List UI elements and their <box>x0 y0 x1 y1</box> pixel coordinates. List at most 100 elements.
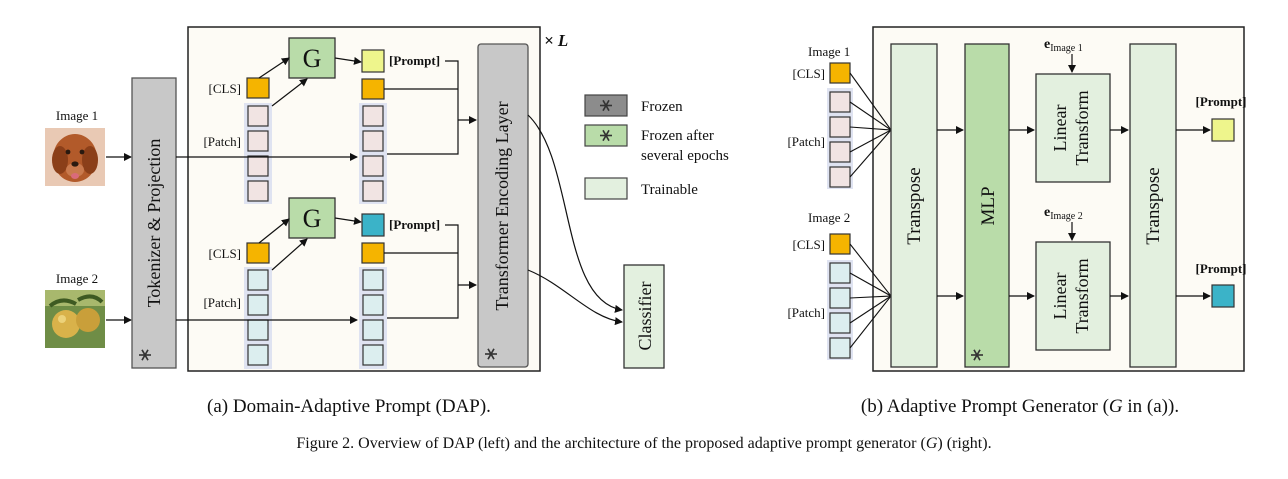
mlp-block <box>964 43 1010 368</box>
patch-token <box>829 337 851 359</box>
generator-label-2: G <box>303 204 322 233</box>
linear-label-1a: Linear <box>1050 105 1070 152</box>
dap-diagram: × L Image 1 Image 2 <box>45 26 729 417</box>
prompt-label-1: [Prompt] <box>389 53 440 68</box>
tokenizer-block <box>131 77 177 369</box>
patch-token <box>247 155 269 177</box>
patch-token <box>362 105 384 127</box>
linear-transform-block-2 <box>1035 241 1111 351</box>
repeat-label: × L <box>544 31 568 50</box>
patch-token <box>362 319 384 341</box>
connector-patch1 <box>387 120 459 155</box>
cls-token-out-1 <box>361 78 385 100</box>
image2-label: Image 2 <box>56 271 98 286</box>
patch-token <box>247 105 269 127</box>
patch-token <box>247 319 269 341</box>
transpose-block-1 <box>890 43 938 368</box>
r-prompt-token-1 <box>1211 118 1235 142</box>
connector-prompt2 <box>445 224 459 285</box>
embedding-label-1: eImage 1 <box>1044 37 1083 54</box>
arrow-g1-prompt <box>334 56 362 65</box>
legend-frozen-after-label-2: several epochs <box>641 148 729 164</box>
cls-label-1: [CLS] <box>209 81 242 96</box>
legend-trainable-swatch <box>584 177 628 200</box>
patch-token <box>362 294 384 316</box>
patch-token <box>362 130 384 152</box>
patch-token <box>362 269 384 291</box>
figure-caption: Figure 2. Overview of DAP (left) and the… <box>296 435 991 452</box>
r-patch-label-1: [Patch] <box>787 134 825 149</box>
prompt-token-1 <box>361 49 385 73</box>
patch-token <box>829 262 851 284</box>
connector-patch2 <box>387 285 459 319</box>
image1-label: Image 1 <box>56 108 98 123</box>
r-cls-label-2: [CLS] <box>793 237 826 252</box>
cls-token-2 <box>246 242 270 264</box>
connector-prompt1 <box>445 60 459 120</box>
r-prompt-label-2: [Prompt] <box>1195 261 1246 276</box>
r-prompt-token-2 <box>1211 284 1235 308</box>
embedding-label-2: eImage 2 <box>1044 205 1083 222</box>
linear-transform-block-1 <box>1035 73 1111 183</box>
image2-thumbnail <box>45 290 105 348</box>
cls-label-2: [CLS] <box>209 246 242 261</box>
patch-token <box>829 91 851 113</box>
r-image2-label: Image 2 <box>808 210 850 225</box>
r-fan-lines-2 <box>849 243 892 349</box>
legend-frozen-label: Frozen <box>641 99 683 115</box>
classifier-block <box>623 264 665 369</box>
patch-token <box>829 166 851 188</box>
patch-token <box>829 287 851 309</box>
r-cls-label-1: [CLS] <box>793 66 826 81</box>
subcaption-b: (b) Adaptive Prompt Generator (G in (a))… <box>861 396 1179 417</box>
patch-token <box>362 180 384 202</box>
patch-label-2: [Patch] <box>203 295 241 310</box>
arrow-encoder-classifier-1 <box>527 114 623 313</box>
arrow-g2-prompt <box>334 216 362 225</box>
patch-token <box>247 180 269 202</box>
legend: Frozen Frozen after several epochs Train… <box>584 94 729 200</box>
encoder-block <box>477 43 529 368</box>
patch-token <box>829 312 851 334</box>
r-prompt-label-1: [Prompt] <box>1195 94 1246 109</box>
cls-token-out-2 <box>361 242 385 264</box>
arrow-cls-g1 <box>258 57 290 79</box>
prompt-label-2: [Prompt] <box>389 217 440 232</box>
prompt-token-2 <box>361 213 385 237</box>
linear-label-1b: Transform <box>1072 90 1092 165</box>
patch-token <box>362 155 384 177</box>
arrow-patch-g1 <box>271 78 308 107</box>
legend-frozen-after-label: Frozen after <box>641 128 714 144</box>
patch-token <box>247 294 269 316</box>
linear-label-2b: Transform <box>1072 258 1092 333</box>
patch-token <box>829 116 851 138</box>
image1-thumbnail <box>45 128 105 186</box>
encoder-label: Transformer Encoding Layer <box>492 101 512 310</box>
patch-token <box>829 141 851 163</box>
classifier-label: Classifier <box>635 282 655 351</box>
transpose-label-2: Transpose <box>1143 167 1164 244</box>
mlp-label: MLP <box>978 186 999 225</box>
arrow-cls-g2 <box>258 218 290 244</box>
linear-label-2a: Linear <box>1050 273 1070 320</box>
r-patch-label-2: [Patch] <box>787 305 825 320</box>
generator-block-1 <box>288 37 336 79</box>
arrow-patch-g2 <box>271 238 308 271</box>
r-cls-token-1 <box>829 62 851 84</box>
transpose-block-2 <box>1129 43 1177 368</box>
subcaption-a: (a) Domain-Adaptive Prompt (DAP). <box>207 396 491 417</box>
patch-token <box>247 130 269 152</box>
generator-block-2 <box>288 197 336 239</box>
legend-trainable-label: Trainable <box>641 182 698 198</box>
patch-token <box>247 269 269 291</box>
r-fan-lines-1 <box>849 72 892 178</box>
cls-token-1 <box>246 77 270 99</box>
r-cls-token-2 <box>829 233 851 255</box>
patch-label-1: [Patch] <box>203 134 241 149</box>
r-image1-label: Image 1 <box>808 44 850 59</box>
tokenizer-label: Tokenizer & Projection <box>144 139 164 308</box>
generator-diagram: Image 1 [CLS] [Patch] Image 2 [CLS] [Pat… <box>787 26 1247 417</box>
arrow-encoder-classifier-2 <box>527 269 623 326</box>
patch-token <box>247 344 269 366</box>
